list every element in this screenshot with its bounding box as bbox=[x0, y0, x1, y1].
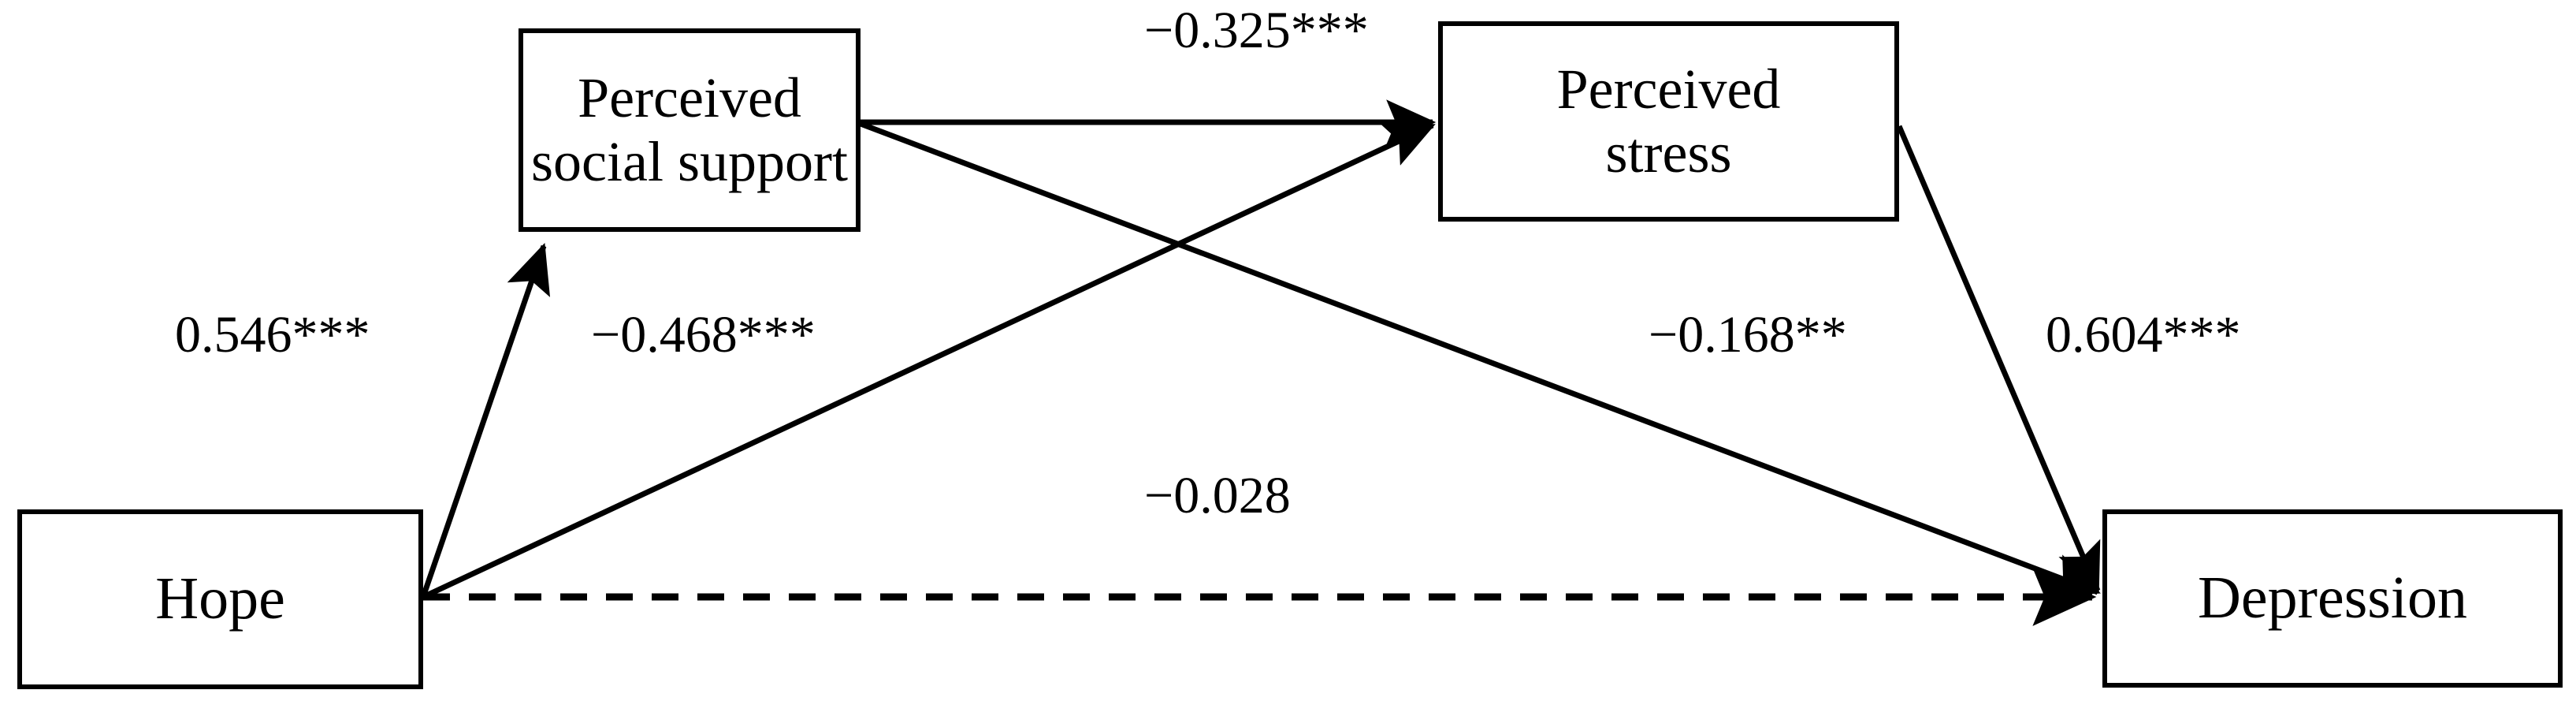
node-perceived-social-support[interactable]: Perceived social support bbox=[519, 28, 861, 232]
edge-label-perceived-stress-to-depression: 0.604*** bbox=[2046, 306, 2241, 364]
node-depression-label: Depression bbox=[2198, 565, 2467, 632]
node-perceived-stress-line1: Perceived bbox=[1556, 58, 1781, 121]
edge-label-hope-to-depression: −0.028 bbox=[1144, 467, 1291, 524]
edge-label-perceived-social-support-to-depression: −0.168** bbox=[1649, 306, 1847, 364]
edge-perceived-social-support-to-depression bbox=[859, 121, 2101, 598]
node-hope[interactable]: Hope bbox=[17, 509, 423, 689]
edge-label-perceived-social-support-to-perceived-stress: −0.325*** bbox=[1144, 2, 1369, 59]
node-perceived-social-support-line2: social support bbox=[531, 130, 848, 193]
node-depression[interactable]: Depression bbox=[2102, 509, 2563, 688]
node-perceived-stress[interactable]: Perceived stress bbox=[1438, 21, 1899, 222]
node-perceived-stress-line2: stress bbox=[1605, 121, 1732, 185]
edge-label-hope-to-perceived-stress: −0.468*** bbox=[591, 306, 816, 364]
edge-hope-to-perceived-social-support bbox=[420, 243, 551, 599]
edge-label-hope-to-perceived-social-support: 0.546*** bbox=[175, 306, 370, 364]
node-perceived-social-support-line1: Perceived bbox=[578, 66, 801, 130]
edge-perceived-stress-to-depression bbox=[1896, 125, 2101, 594]
edge-hope-to-perceived-stress bbox=[422, 122, 1436, 600]
node-hope-label: Hope bbox=[155, 565, 285, 632]
